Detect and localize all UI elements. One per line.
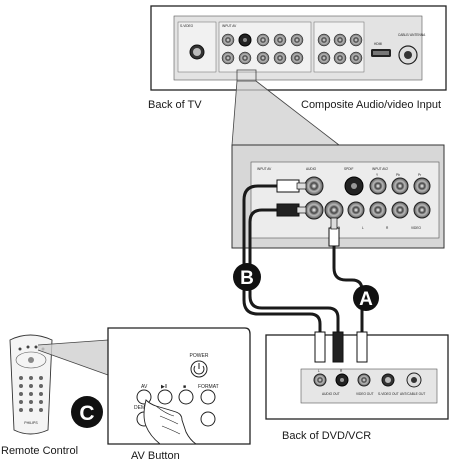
zoom-spdif-label: SPDIF	[344, 167, 353, 171]
tv-input-av-label: INPUT AV	[222, 24, 237, 28]
dvd-antenna-label: ANT/CABLE OUT	[400, 392, 425, 396]
tv-jacks-row-1	[221, 33, 304, 47]
svg-text:B: B	[240, 268, 254, 289]
stop-label: ■	[183, 384, 186, 390]
caption-back-of-tv: Back of TV	[148, 99, 202, 111]
zoom-input-av2-label: INPUT AV2	[372, 167, 388, 171]
tv-zoom-projection	[231, 69, 340, 146]
tv-hdmi-label: HDMI	[374, 42, 382, 46]
callout-a: A	[353, 285, 379, 311]
tv-s-video-label: S-VIDEO	[180, 24, 194, 28]
zoom-audio-r-jack	[304, 200, 324, 220]
remote-control: PHILIPS	[9, 334, 53, 435]
caption-back-of-dvd: Back of DVD/VCR	[282, 430, 372, 442]
dvd-audio-out-label: AUDIO OUT	[322, 392, 340, 396]
zoom-video2-label: VIDEO	[411, 226, 421, 230]
zoom-l-label: L	[362, 226, 364, 230]
demo-label: DEMO	[134, 405, 149, 411]
zoom-video-jack	[324, 200, 344, 220]
svg-text:C: C	[79, 402, 94, 425]
play-pause-label: ▶ll	[161, 384, 167, 390]
remote-brand: PHILIPS	[24, 421, 38, 425]
power-label: POWER	[190, 353, 209, 359]
tv-jacks-row-2	[221, 51, 304, 65]
dvd-video-out-jack	[357, 373, 371, 387]
format-label: FORMAT	[198, 384, 219, 390]
av-button	[136, 389, 152, 405]
zoom-y-label: Y	[376, 173, 379, 177]
callout-b: B	[233, 263, 261, 291]
zoom-input-label: INPUT AV	[257, 167, 272, 171]
zoom-r-label: R	[386, 226, 389, 230]
dvd-back: L R AUDIO OUT VIDEO OUT S-VIDEO OUT ANT/…	[265, 331, 449, 420]
caption-composite-input: Composite Audio/video Input	[301, 99, 442, 111]
remote-zoom-projection	[37, 339, 109, 376]
dvd-audio-l-jack	[313, 373, 327, 387]
av-label: AV	[141, 384, 148, 390]
dvd-l-label: L	[318, 369, 320, 373]
dvd-s-video-label: S-VIDEO OUT	[378, 392, 399, 396]
remote-zoom-panel: POWER AV ▶ll ■ FORMAT DEMO	[107, 327, 251, 445]
dvd-plugs	[314, 331, 368, 363]
dvd-video-out-label: VIDEO OUT	[356, 392, 374, 396]
format-button	[200, 389, 216, 405]
zoom-audio-label: AUDIO	[306, 167, 317, 171]
zoom-pb-label: Pb	[396, 173, 400, 177]
caption-av-button: AV Button	[131, 450, 180, 462]
callout-c: C	[71, 396, 103, 428]
stop-button	[178, 389, 194, 405]
hand-illustration	[143, 399, 198, 445]
cable-a-video-plug	[328, 217, 340, 247]
dvd-r-label: R	[340, 369, 343, 373]
tv-antenna-label: CABLE/ ANTENNA	[398, 33, 426, 37]
cable-b-plugs	[276, 179, 307, 217]
zoom-pr-label: Pr	[418, 173, 422, 177]
tv-back: S-VIDEO INPUT AV	[150, 5, 447, 91]
zoom-audio-l-jack	[304, 176, 324, 196]
caption-remote-control: Remote Control	[1, 445, 79, 457]
tv-jacks-group-2	[317, 33, 363, 65]
svg-text:A: A	[359, 289, 373, 310]
cable-b	[242, 184, 340, 332]
play-pause-button	[157, 389, 173, 405]
